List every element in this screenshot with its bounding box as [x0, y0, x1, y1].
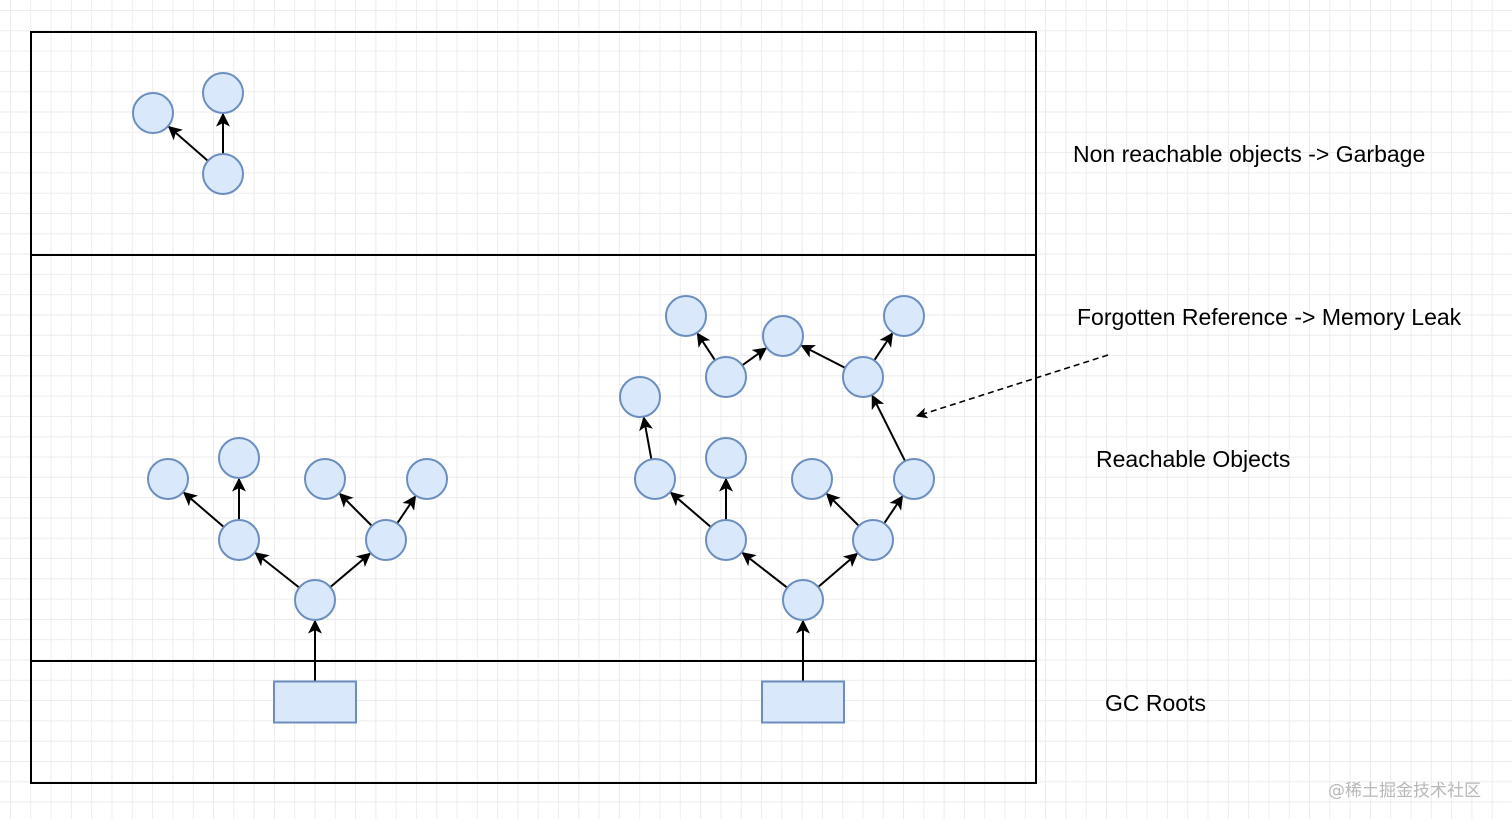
object-node-a2 [365, 519, 407, 561]
edge-arrow-c2-to-c5 [873, 332, 894, 361]
reachable-objects-label: Reachable Objects [1096, 446, 1291, 472]
object-node-r1 [294, 579, 336, 621]
edge-arrow-b2b-to-c2 [871, 394, 906, 462]
object-node-r2 [782, 579, 824, 621]
object-node-c6 [665, 295, 707, 337]
object-node-g3 [202, 72, 244, 114]
garbage-region [30, 31, 1037, 256]
edge-arrow-r1-to-a2 [329, 552, 372, 588]
object-node-b2 [852, 519, 894, 561]
edge-arrow-b1a-to-c1 [639, 416, 653, 460]
memory-leak-label: Forgotten Reference -> Memory Leak [1077, 304, 1462, 330]
gc-root-root2 [761, 680, 845, 724]
object-node-a2b [406, 458, 448, 500]
gc-roots-label: GC Roots [1105, 690, 1206, 716]
object-node-a1 [218, 519, 260, 561]
object-node-c5 [883, 295, 925, 337]
object-node-c1 [619, 376, 661, 418]
edge-arrow-g1-to-g2 [167, 125, 209, 162]
watermark: @稀土掘金技术社区 [1328, 781, 1481, 801]
edge-arrow-r2-to-b1 [741, 552, 788, 589]
gc-roots-region [30, 660, 1037, 784]
edge-arrow-c2-to-c4 [800, 344, 846, 369]
edge-arrow-r2-to-b2 [817, 552, 859, 588]
object-node-b2b [893, 458, 935, 500]
edge-arrow-a2-to-a2a [338, 492, 373, 527]
object-node-a1b [218, 437, 260, 479]
object-node-b1a [634, 458, 676, 500]
object-node-c3 [705, 356, 747, 398]
object-node-g2 [132, 92, 174, 134]
object-node-a2a [304, 458, 346, 500]
edge-arrow-c3-to-c6 [696, 332, 716, 361]
object-node-b1 [705, 519, 747, 561]
object-node-b2a [791, 458, 833, 500]
edge-arrow-a1-to-a1a [182, 491, 225, 528]
nodes-group [132, 72, 935, 724]
edges-group [167, 112, 906, 682]
gc-root-root1 [273, 680, 357, 724]
garbage-label: Non reachable objects -> Garbage [1073, 141, 1426, 167]
object-node-c2 [842, 356, 884, 398]
memory-leak-pointer-arrow [915, 354, 1109, 419]
edge-arrow-a2-to-a2b [396, 495, 417, 524]
object-node-g1 [202, 153, 244, 195]
edge-arrow-r1-to-a1 [254, 552, 300, 589]
object-node-b1b [705, 437, 747, 479]
edge-arrow-b2-to-b2b [883, 495, 904, 524]
edge-arrow-b1-to-b1a [669, 491, 712, 528]
edge-arrow-b2-to-b2a [825, 492, 860, 527]
object-node-c4 [762, 315, 804, 357]
object-node-a1a [147, 458, 189, 500]
edge-arrow-c3-to-c4 [741, 347, 768, 367]
